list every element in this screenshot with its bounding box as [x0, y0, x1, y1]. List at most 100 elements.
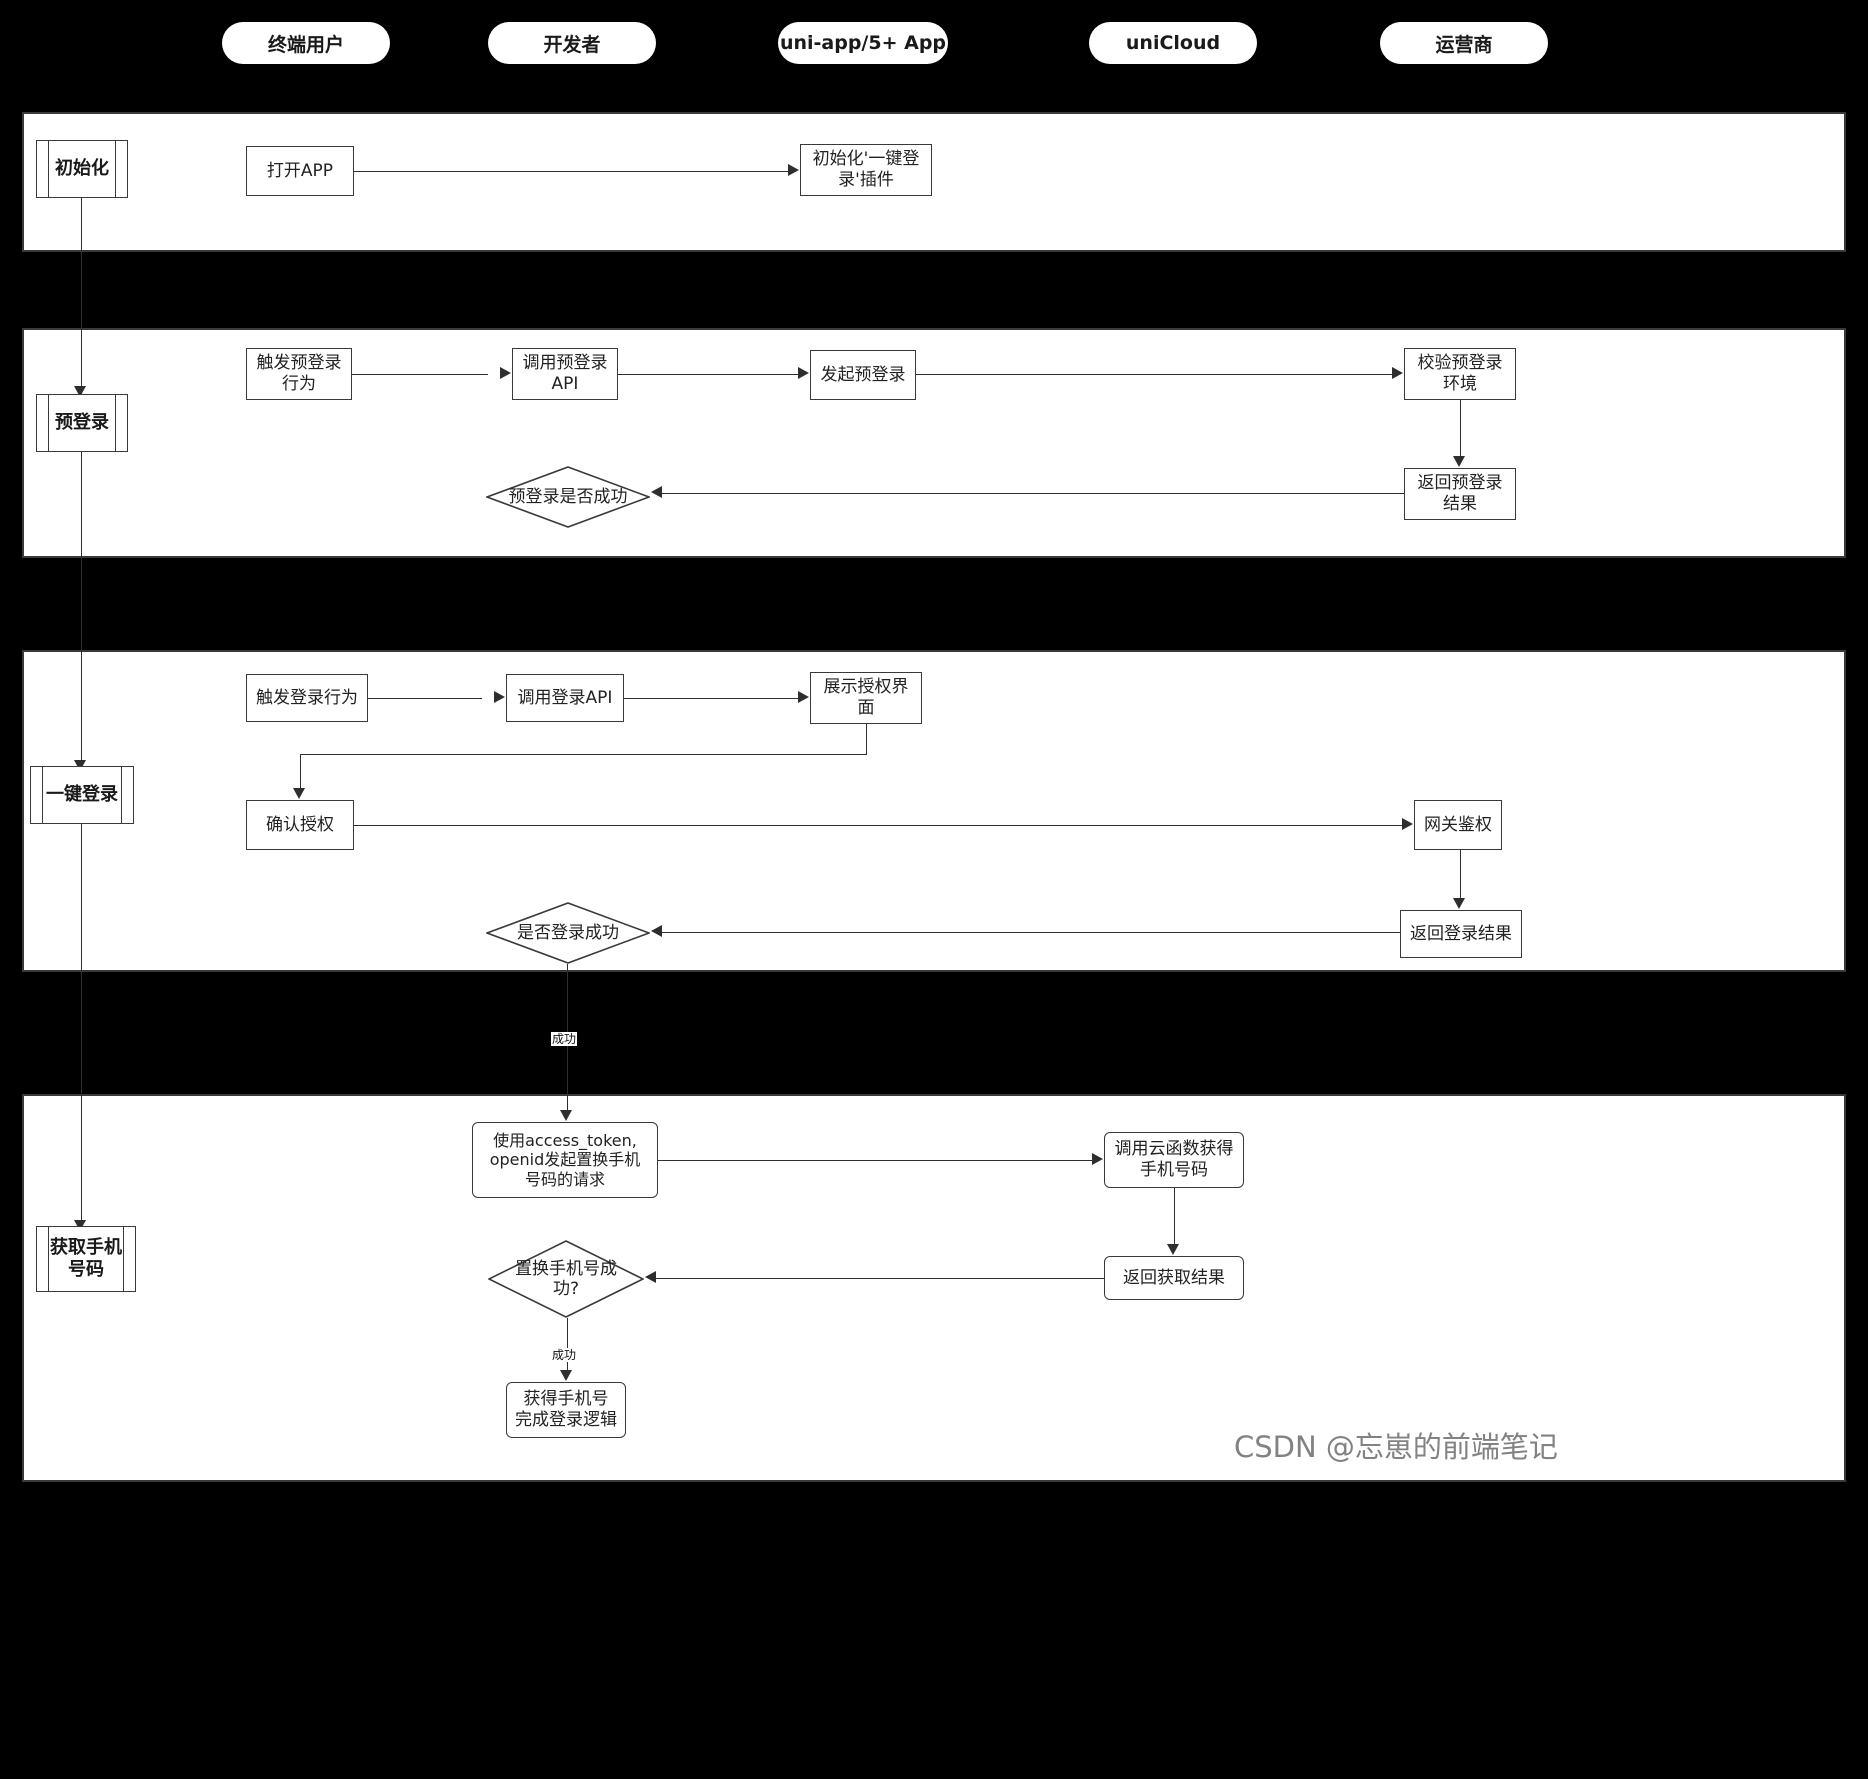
edge-arrow-return-fetch [1167, 1244, 1179, 1255]
decision-label: 预登录是否成功 [508, 486, 628, 507]
diamond-shape [486, 466, 650, 528]
edge-authui-down [866, 724, 867, 754]
edge-arrow-callapi [500, 367, 511, 379]
node-verify-prelogin-env[interactable]: 校验预登录 环境 [1404, 348, 1516, 400]
node-finish-login[interactable]: 获得手机号 完成登录逻辑 [506, 1382, 626, 1438]
node-return-prelogin-result[interactable]: 返回预登录 结果 [1404, 468, 1516, 520]
decision-label: 是否登录成功 [517, 922, 619, 943]
node-trigger-prelogin[interactable]: 触发预登录 行为 [246, 348, 352, 400]
lane-header-label: 运营商 [1435, 33, 1493, 56]
lane-header-unicloud: uniCloud [1089, 22, 1257, 64]
edge-exchange-success-down [567, 1318, 568, 1370]
edge-arrow-start-prelogin [798, 367, 809, 379]
band-get-phone [22, 1094, 1846, 1482]
node-call-login-api[interactable]: 调用登录API [506, 674, 624, 722]
node-call-prelogin-api[interactable]: 调用预登录 API [512, 348, 618, 400]
lane-header-end-user: 终端用户 [222, 22, 390, 64]
node-label: 获得手机号 完成登录逻辑 [515, 1389, 617, 1430]
edge-arrow-exchange-req [560, 1110, 572, 1121]
node-label: 返回登录结果 [1410, 923, 1512, 944]
lane-header-developer: 开发者 [488, 22, 656, 64]
node-label: 返回预登录 结果 [1417, 473, 1503, 514]
phase-label: 预登录 [55, 412, 109, 434]
edge-return-fetch-to-decision [656, 1278, 1104, 1279]
edge-arrow-return-login [1453, 898, 1465, 909]
decision-login-success[interactable]: 是否登录成功 [486, 902, 650, 964]
spine-arrow-1 [74, 386, 86, 397]
node-gateway-auth[interactable]: 网关鉴权 [1414, 800, 1502, 850]
node-label: 调用预登录 API [522, 353, 608, 394]
node-label: 网关鉴权 [1424, 814, 1492, 835]
edge-label-text: 成功 [552, 1348, 577, 1362]
watermark-text: CSDN @忘崽的前端笔记 [1234, 1430, 1558, 1464]
phase-marker-initialization: 初始化 [36, 140, 128, 198]
edge-arrow-exchange-decision [645, 1271, 656, 1283]
edge-label-text: 成功 [552, 1032, 577, 1046]
edge-authui-left [300, 754, 867, 755]
decision-exchange-phone-success[interactable]: 置换手机号成 功? [488, 1240, 644, 1318]
node-label: 校验预登录 环境 [1417, 353, 1503, 394]
edge-cloudfn-to-return [1174, 1188, 1175, 1244]
node-label: 触发预登录 行为 [256, 353, 342, 394]
lane-header-label: 开发者 [543, 33, 601, 56]
node-start-prelogin[interactable]: 发起预登录 [810, 350, 916, 400]
edge-label-success-exchange: 成功 [551, 1348, 578, 1362]
decision-prelogin-success[interactable]: 预登录是否成功 [486, 466, 650, 528]
edge-confirm-to-gateway [354, 825, 1402, 826]
edge-login-api-to-auth-ui [624, 698, 798, 699]
node-label: 使用access_token, openid发起置换手机 号码的请求 [489, 1130, 641, 1189]
edge-verify-to-return [1460, 400, 1461, 456]
edge-arrow-call-login-api [494, 691, 505, 703]
edge-trigger-to-callapi [352, 374, 488, 375]
edge-open-app-to-init-plugin [354, 171, 788, 172]
decision-label: 置换手机号成 功? [515, 1258, 617, 1299]
node-open-app[interactable]: 打开APP [246, 146, 354, 196]
lane-header-label: 终端用户 [267, 33, 344, 56]
node-call-cloud-function[interactable]: 调用云函数获得 手机号码 [1104, 1132, 1244, 1188]
edge-callapi-to-start [618, 374, 798, 375]
phase-marker-one-click-login: 一键登录 [30, 766, 134, 824]
phase-label: 初始化 [55, 158, 109, 180]
lane-header-label: uniCloud [1125, 32, 1221, 54]
edge-return-login-to-decision [662, 932, 1400, 933]
edge-arrow-return-prelogin [1453, 456, 1465, 467]
spine-line-1 [81, 198, 82, 396]
diamond-shape [486, 902, 650, 964]
edge-return-to-decision [662, 493, 1404, 494]
node-label: 调用云函数获得 手机号码 [1114, 1139, 1234, 1180]
edge-arrow-gateway-auth [1402, 818, 1413, 830]
phase-label: 一键登录 [46, 784, 118, 806]
node-trigger-login[interactable]: 触发登录行为 [246, 674, 368, 722]
spine-arrow-2 [74, 760, 86, 771]
node-label: 确认授权 [266, 814, 334, 835]
node-label: 展示授权界 面 [823, 677, 909, 718]
diamond-shape [488, 1240, 644, 1318]
node-show-auth-ui[interactable]: 展示授权界 面 [810, 672, 922, 724]
spine-line-3 [81, 824, 82, 1230]
edge-trigger-login-to-api [368, 698, 482, 699]
edge-arrow-prelogin-decision [651, 486, 662, 498]
node-label: 发起预登录 [820, 364, 906, 385]
node-exchange-request[interactable]: 使用access_token, openid发起置换手机 号码的请求 [472, 1122, 658, 1198]
phase-marker-prelogin: 预登录 [36, 394, 128, 452]
spine-line-2 [81, 452, 82, 770]
node-return-login-result[interactable]: 返回登录结果 [1400, 910, 1522, 958]
phase-marker-get-phone: 获取手机 号码 [36, 1226, 136, 1292]
edge-arrow-cloud-fn [1092, 1153, 1103, 1165]
edge-arrow-init-plugin [788, 164, 799, 176]
node-label: 初始化'一键登 录'插件 [812, 149, 920, 190]
lane-header-uniapp: uni-app/5+ App [778, 22, 948, 64]
edge-authui-to-confirm [300, 754, 301, 788]
edge-exchange-to-cloudfn [658, 1160, 1092, 1161]
edge-label-success-login: 成功 [551, 1032, 578, 1046]
node-return-fetch-result[interactable]: 返回获取结果 [1104, 1256, 1244, 1300]
node-label: 返回获取结果 [1123, 1267, 1225, 1288]
spine-arrow-3 [74, 1220, 86, 1231]
node-label: 打开APP [266, 160, 334, 181]
phase-label: 获取手机 号码 [50, 1237, 122, 1280]
node-init-plugin[interactable]: 初始化'一键登 录'插件 [800, 144, 932, 196]
edge-arrow-show-auth-ui [798, 691, 809, 703]
node-confirm-auth[interactable]: 确认授权 [246, 800, 354, 850]
edge-arrow-verify-env [1392, 367, 1403, 379]
